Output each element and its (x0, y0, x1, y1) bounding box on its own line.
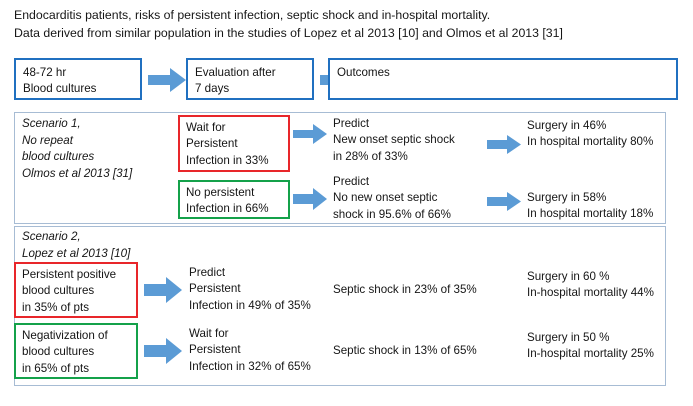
scenario1-branch-b-outcome: Surgery in 58% In hospital mortality 18% (527, 190, 653, 223)
s1b-box-line1: No persistent (186, 186, 255, 199)
scenario2-branch-a-box: Persistent positive blood cultures in 35… (14, 262, 138, 318)
scenario2-branch-a-predict: Predict Persistent Infection in 49% of 3… (189, 265, 311, 314)
scenario1-branch-a-box: Wait for Persistent Infection in 33% (178, 115, 290, 172)
s1b-outcome-line1: Surgery in 58% (527, 191, 607, 204)
flow-step1-line1: 48-72 hr (23, 66, 67, 79)
scenario2-branch-b-outcome: Surgery in 50 % In-hospital mortality 25… (527, 330, 654, 363)
s2a-predict-line2: Persistent (189, 282, 241, 296)
s1b-predict-line2: No new onset septic (333, 191, 438, 205)
s1b-box-line2: Infection in 66% (186, 202, 269, 216)
s1a-box-line2: Persistent (186, 137, 238, 151)
s2a-predict-line1: Predict (189, 266, 226, 279)
right-block-arrow-s1-b1 (293, 188, 327, 210)
right-block-arrow-s2-a1 (144, 277, 182, 303)
flow-step-outcomes: Outcomes (328, 58, 678, 100)
scenario2-branch-a-shock: Septic shock in 23% of 35% (333, 282, 477, 298)
scenario2-branch-b-predict: Wait for Persistent Infection in 32% of … (189, 326, 311, 375)
s1a-predict-line1: Predict (333, 117, 370, 130)
s2b-predict-line2: Persistent (189, 343, 241, 357)
scenario2-branch-b-box: Negativization of blood cultures in 65% … (14, 323, 138, 379)
s2a-outcome-line1: Surgery in 60 % (527, 270, 610, 283)
flow-step-evaluation: Evaluation after 7 days (186, 58, 314, 100)
scenario1-branch-b-predict: Predict No new onset septic shock in 95.… (333, 174, 451, 223)
s2b-predict-line1: Wait for (189, 327, 229, 340)
s1a-outcome-line1: Surgery in 46% (527, 119, 607, 132)
s1a-box-line3: Infection in 33% (186, 153, 269, 167)
s2b-outcome-line2: In-hospital mortality 25% (527, 347, 654, 361)
flow-step-blood-cultures: 48-72 hr Blood cultures (14, 58, 142, 100)
s1a-outcome-line2: In hospital mortality 80% (527, 135, 654, 149)
scenario-1-panel (14, 112, 666, 224)
s2a-box-line1: Persistent positive (22, 268, 117, 281)
flow-step2-line2: 7 days (195, 81, 230, 95)
scenario1-caption-line4: Olmos et al 2013 [31] (22, 166, 133, 180)
scenario-1-caption: Scenario 1, No repeat blood cultures Olm… (22, 116, 132, 182)
s2b-box-line1: Negativization of (22, 329, 108, 342)
scenario2-branch-b-shock: Septic shock in 13% of 65% (333, 343, 477, 359)
scenario2-caption-line2: Lopez et al 2013 [10] (22, 246, 131, 260)
flow-step1-line2: Blood cultures (23, 81, 97, 95)
title-line-1: Endocarditis patients, risks of persiste… (14, 8, 491, 22)
s1a-predict-line2: New onset septic shock (333, 133, 455, 147)
s2b-outcome-line1: Surgery in 50 % (527, 331, 610, 344)
s2a-outcome-line2: In-hospital mortality 44% (527, 286, 654, 300)
s1b-predict-line1: Predict (333, 175, 370, 188)
s2b-predict-line3: Infection in 32% of 65% (189, 359, 311, 373)
s2a-box-line3: in 35% of pts (22, 300, 90, 314)
s2b-box-line2: blood cultures (22, 345, 95, 359)
right-block-arrow-flow-1 (148, 68, 186, 92)
flow-step2-line1: Evaluation after (195, 66, 276, 79)
s1a-predict-line3: in 28% of 33% (333, 149, 408, 163)
scenario2-branch-a-outcome: Surgery in 60 % In-hospital mortality 44… (527, 269, 654, 302)
scenario1-branch-a-predict: Predict New onset septic shock in 28% of… (333, 116, 455, 165)
s2a-box-line2: blood cultures (22, 284, 95, 298)
flow-step3-line1: Outcomes (337, 66, 390, 79)
s2b-shock-line1: Septic shock in 13% of 65% (333, 344, 477, 357)
s1a-box-line1: Wait for (186, 121, 226, 134)
scenario1-branch-a-outcome: Surgery in 46% In hospital mortality 80% (527, 118, 653, 151)
scenario1-caption-line2: No repeat (22, 133, 73, 147)
right-block-arrow-s2-b1 (144, 338, 182, 364)
diagram-title: Endocarditis patients, risks of persiste… (14, 6, 674, 42)
right-block-arrow-s1-a1 (293, 124, 327, 144)
right-block-arrow-s1-a2 (487, 135, 521, 154)
scenario2-caption-line1: Scenario 2, (22, 230, 81, 243)
scenario1-caption-line3: blood cultures (22, 150, 95, 163)
s1b-predict-line3: shock in 95.6% of 66% (333, 207, 451, 221)
s2a-predict-line3: Infection in 49% of 35% (189, 298, 311, 312)
s2a-shock-line1: Septic shock in 23% of 35% (333, 283, 477, 296)
scenario1-caption-line1: Scenario 1, (22, 117, 81, 130)
scenario-2-caption: Scenario 2, Lopez et al 2013 [10] (22, 229, 130, 262)
s2b-box-line3: in 65% of pts (22, 361, 90, 375)
right-block-arrow-s1-b2 (487, 192, 521, 211)
s1b-outcome-line2: In hospital mortality 18% (527, 207, 654, 221)
title-line-2: Data derived from similar population in … (14, 26, 563, 40)
scenario1-branch-b-box: No persistent Infection in 66% (178, 180, 290, 219)
